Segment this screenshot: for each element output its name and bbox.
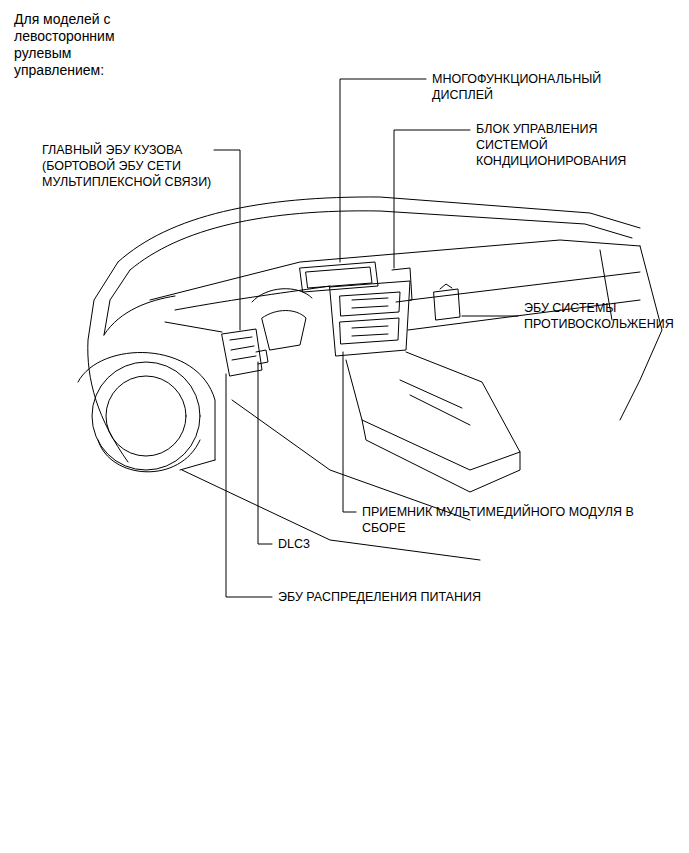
callout-label: ЭБУ СИСТЕМЫ ПРОТИВОСКОЛЬЖЕНИЯ — [524, 300, 689, 332]
callout-label: МНОГОФУНКЦИОНАЛЬНЫЙ ДИСПЛЕЙ — [432, 71, 632, 103]
callout-label: ПРИЕМНИК МУЛЬТИМЕДИЙНОГО МОДУЛЯ В СБОРЕ — [362, 504, 672, 536]
callout-label: БЛОК УПРАВЛЕНИЯ СИСТЕМОЙ КОНДИЦИОНИРОВАН… — [476, 121, 666, 169]
connector-label: DLC3 — [278, 536, 358, 552]
callout-label: ГЛАВНЫЙ ЭБУ КУЗОВА (БОРТОВОЙ ЭБУ СЕТИ МУ… — [42, 142, 242, 190]
callout-label: ЭБУ РАСПРЕДЕЛЕНИЯ ПИТАНИЯ — [278, 589, 578, 605]
heading-note: Для моделей с левосторонним рулевым упра… — [14, 11, 142, 79]
